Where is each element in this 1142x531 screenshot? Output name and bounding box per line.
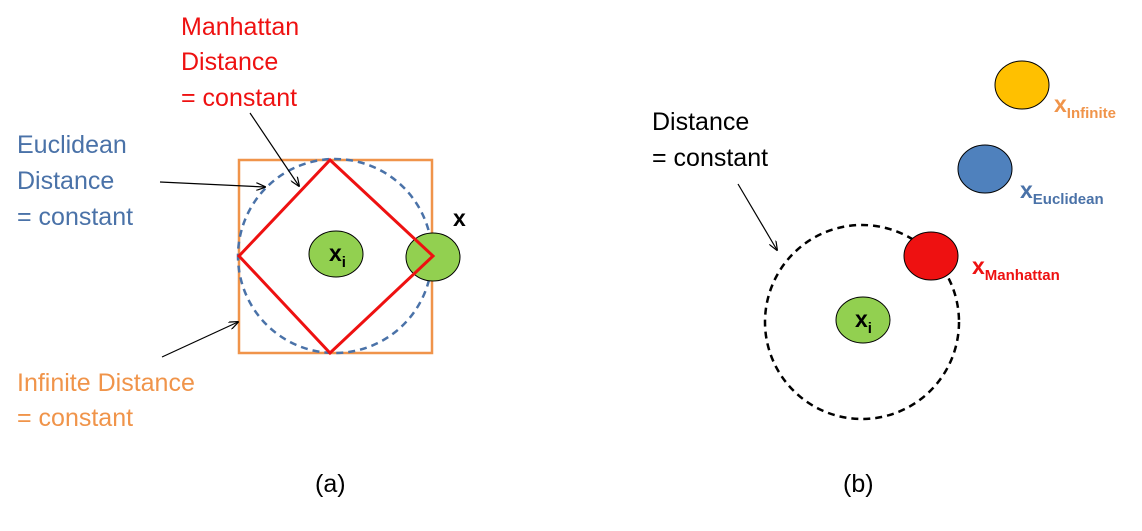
euclidean-label: Euclidean Distance = constant [17, 131, 133, 231]
panel-a: xi x Manhattan Distance = constant Eucli… [17, 13, 466, 498]
infinite-label: Infinite Distance = constant [17, 369, 195, 432]
svg-text:= constant: = constant [17, 203, 133, 231]
manhattan-label: Manhattan Distance = constant [181, 13, 299, 112]
svg-text:Distance: Distance [181, 48, 278, 76]
center-point-label: xi [329, 240, 346, 271]
svg-text:= constant: = constant [181, 84, 297, 112]
svg-text:Euclidean: Euclidean [17, 131, 127, 159]
point-infinite [994, 60, 1050, 110]
point-manhattan-label: xManhattan [972, 253, 1060, 284]
center-point-xi [308, 230, 364, 278]
manhattan-arrow [249, 112, 299, 186]
center-point-label-b: xi [855, 306, 872, 337]
panel-b: xi xInfinite xEuclidean xManhattan Dista… [652, 60, 1116, 498]
infinite-arrow [161, 322, 238, 358]
svg-text:Distance: Distance [17, 167, 114, 195]
manhattan-diamond [236, 157, 436, 356]
distance-label: Distance = constant [652, 108, 768, 172]
distance-circle [763, 223, 961, 421]
euclidean-arrow [159, 181, 265, 187]
point-manhattan [903, 231, 959, 281]
svg-text:Infinite Distance: Infinite Distance [17, 369, 195, 397]
svg-text:= constant: = constant [17, 404, 133, 432]
point-euclidean [957, 144, 1013, 194]
point-infinite-label: xInfinite [1054, 91, 1116, 122]
caption-b: (b) [843, 470, 874, 498]
svg-text:Distance: Distance [652, 108, 749, 136]
distance-arrow [737, 183, 777, 250]
point-euclidean-label: xEuclidean [1020, 177, 1104, 208]
svg-text:= constant: = constant [652, 144, 768, 172]
center-point-xi-b [835, 296, 891, 344]
caption-a: (a) [315, 470, 346, 498]
svg-text:Manhattan: Manhattan [181, 13, 299, 41]
point-x-label: x [453, 205, 466, 231]
